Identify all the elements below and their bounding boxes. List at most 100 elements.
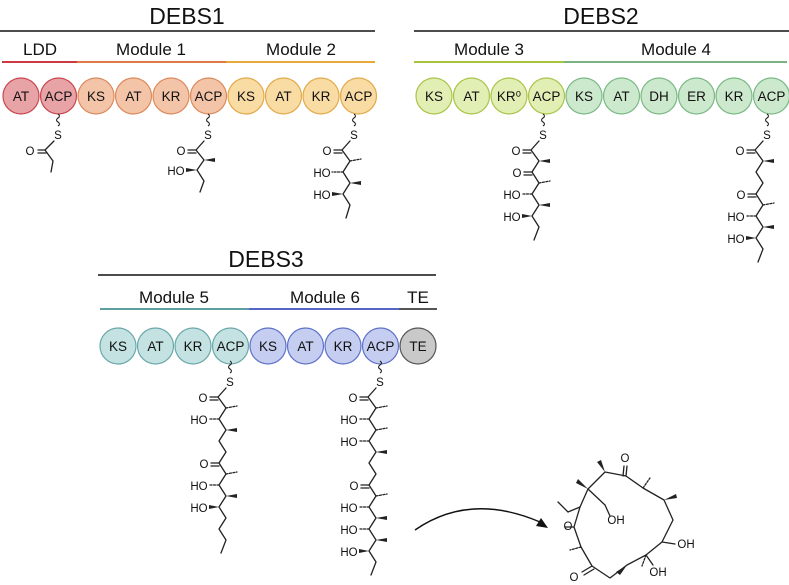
loading-chain: S O [26,113,62,173]
m6-domain-1-circle [286,327,325,365]
m3-domain-2-circle [490,77,528,115]
ldd-domain-0-label: AT [13,89,29,104]
m4-domain-2-circle [640,77,678,115]
atom-o: O [26,146,35,158]
module1-chain: S O HO [167,113,215,193]
te-label: TE [407,288,429,307]
m4-domain-2-label: DH [649,89,669,104]
atom-ho: HO [313,168,330,180]
atom-ho: HO [190,503,207,515]
m6-domain-2-label: KR [334,339,353,354]
m2-domain-1-label: AT [275,89,291,104]
debs2-title: DEBS2 [563,3,638,29]
m5-domain-2-label: KR [184,339,203,354]
m1-domain-3-label: ACP [195,89,223,104]
m2-domain-3-label: ACP [345,89,373,104]
m4-domain-3-label: ER [687,89,706,104]
m1-domain-0-label: KS [87,89,105,104]
m3-domain-3-circle [527,77,566,115]
module5-chain: S O HO O HO HO [190,360,238,554]
module5-label: Module 5 [139,288,209,307]
atom-ho: HO [167,166,184,178]
atom-ho: HO [340,503,357,515]
m6-domain-0-circle [249,327,287,365]
atom-o: O [350,481,359,493]
atom-o: O [570,572,579,584]
atom-ho: HO [503,212,520,224]
debs1-title: DEBS1 [149,3,224,29]
atom-s: S [204,130,212,142]
m6-domain-3-label: ACP [367,339,395,354]
domain-circles: AT ACP KS AT KR ACP KS AT KR ACP KS AT KR⁰ ACP KS AT DH E… [2,77,789,365]
m6-domain-2-circle [324,327,362,365]
atom-ho: HO [340,547,357,559]
m2-domain-3-circle [339,77,378,115]
module6-chain: S O HO HO O HO HO HO [340,360,388,576]
atom-oh: OH [649,567,666,579]
m5-domain-0-label: KS [109,339,127,354]
atom-ho: HO [503,190,520,202]
atom-ho: HO [727,212,744,224]
m1-domain-1-label: AT [125,89,141,104]
atom-o: O [349,393,358,405]
atom-ho: HO [340,437,357,449]
m4-domain-0-label: KS [575,89,593,104]
m4-domain-3-circle [677,77,716,115]
atom-s: S [539,130,547,142]
atom-o: O [736,146,745,158]
m5-domain-2-circle [174,327,212,365]
m2-domain-1-circle [264,77,303,115]
atom-o: O [737,190,746,202]
m4-domain-5-circle [752,77,789,115]
m4-domain-4-circle [715,77,753,115]
atom-o: O [323,146,332,158]
module4-chain: S O O HO HO [727,113,775,263]
module6-label: Module 6 [290,288,360,307]
m2-domain-0-label: KS [237,89,255,104]
m5-domain-0-circle [99,327,137,365]
m3-domain-0-label: KS [425,89,443,104]
module4-label: Module 4 [641,40,711,59]
module2-chain: S O HO HO [313,113,362,219]
m3-domain-2-label: KR⁰ [497,89,522,104]
module3-chain: S O O HO HO [503,113,551,241]
m3-domain-0-circle [415,77,453,115]
m2-domain-2-label: KR [312,89,331,104]
atom-o: O [621,453,630,465]
macrolactone-structure: O OH OH OH O O [557,453,695,584]
ldd-label: LDD [23,40,57,59]
m2-domain-2-circle [302,77,340,115]
atom-oh: OH [677,539,694,551]
atom-o: O [177,146,186,158]
debs3-title: DEBS3 [228,246,303,272]
m1-domain-2-label: KR [162,89,181,104]
te-domain-0-label: TE [409,339,426,354]
atom-o: O [200,459,209,471]
module2-label: Module 2 [266,40,336,59]
m3-domain-3-label: ACP [533,89,561,104]
atom-ho: HO [340,525,357,537]
m6-domain-0-label: KS [259,339,277,354]
m6-domain-1-label: AT [297,339,313,354]
m3-domain-1-label: AT [463,89,479,104]
atom-ho: HO [313,190,330,202]
m2-domain-0-circle [227,77,265,115]
atom-o: O [199,393,208,405]
module1-label: Module 1 [116,40,186,59]
atom-ho: HO [190,415,207,427]
m1-domain-0-circle [77,77,115,115]
cyclization-arrow [414,508,548,531]
m4-domain-0-circle [565,77,603,115]
atom-ho: HO [190,481,207,493]
te-domain-0-circle [399,327,437,365]
ldd-domain-1-label: ACP [45,89,73,104]
atom-o: O [512,146,521,158]
m4-domain-5-label: ACP [758,89,786,104]
module3-label: Module 3 [454,40,524,59]
m4-domain-4-label: KR [725,89,744,104]
m5-domain-3-label: ACP [217,339,245,354]
atom-s: S [376,377,384,389]
m5-domain-1-circle [136,327,175,365]
